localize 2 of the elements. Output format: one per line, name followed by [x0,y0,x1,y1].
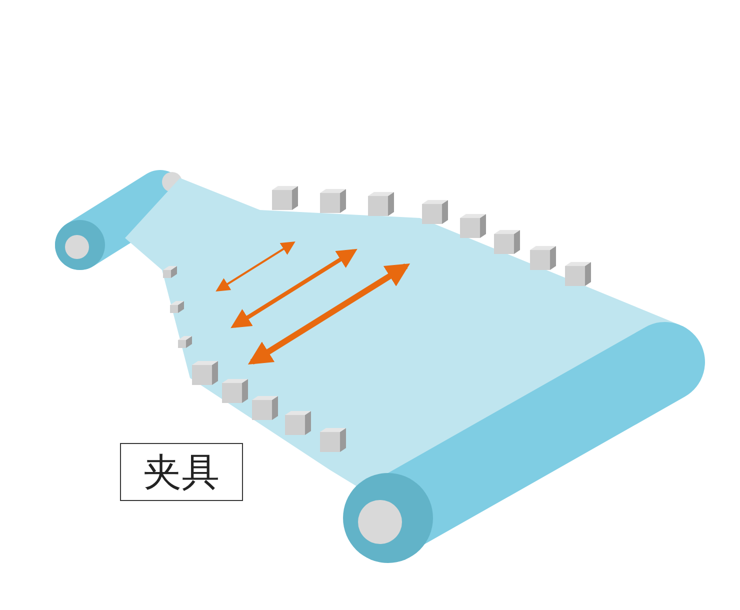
clamp-label: 夹具 [144,448,220,496]
label-box [120,443,243,501]
